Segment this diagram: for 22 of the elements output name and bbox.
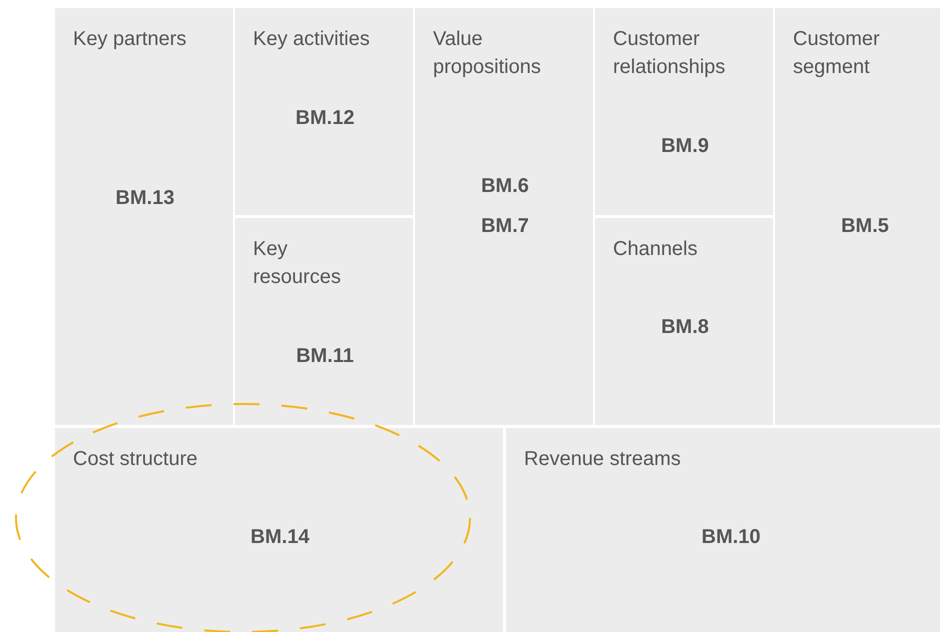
block-code: BM.9 (661, 134, 709, 158)
block-heading: Key partners (73, 27, 188, 52)
block-heading: Cost structure (73, 447, 198, 472)
block-code: BM.10 (702, 525, 760, 549)
block-heading: Channels (613, 237, 699, 262)
block-heading: Revenue streams (524, 447, 682, 472)
canvas-block (55, 428, 503, 632)
block-heading: Key activities (253, 27, 371, 52)
block-heading: Customer relationships (613, 27, 726, 80)
canvas-block (55, 8, 233, 425)
canvas-block (235, 218, 413, 425)
block-code: BM.13 (116, 186, 174, 210)
block-code: BM.12 (296, 106, 354, 130)
block-heading: Key resources (253, 237, 342, 290)
block-code: BM.8 (661, 315, 709, 339)
block-code: BM.6 (481, 174, 529, 198)
block-code: BM.5 (841, 214, 889, 238)
block-heading: Customer segment (793, 27, 881, 80)
block-code: BM.11 (296, 344, 354, 368)
block-heading: Value propositions (433, 27, 542, 80)
block-code: BM.7 (481, 214, 529, 238)
block-code: BM.14 (250, 525, 310, 549)
